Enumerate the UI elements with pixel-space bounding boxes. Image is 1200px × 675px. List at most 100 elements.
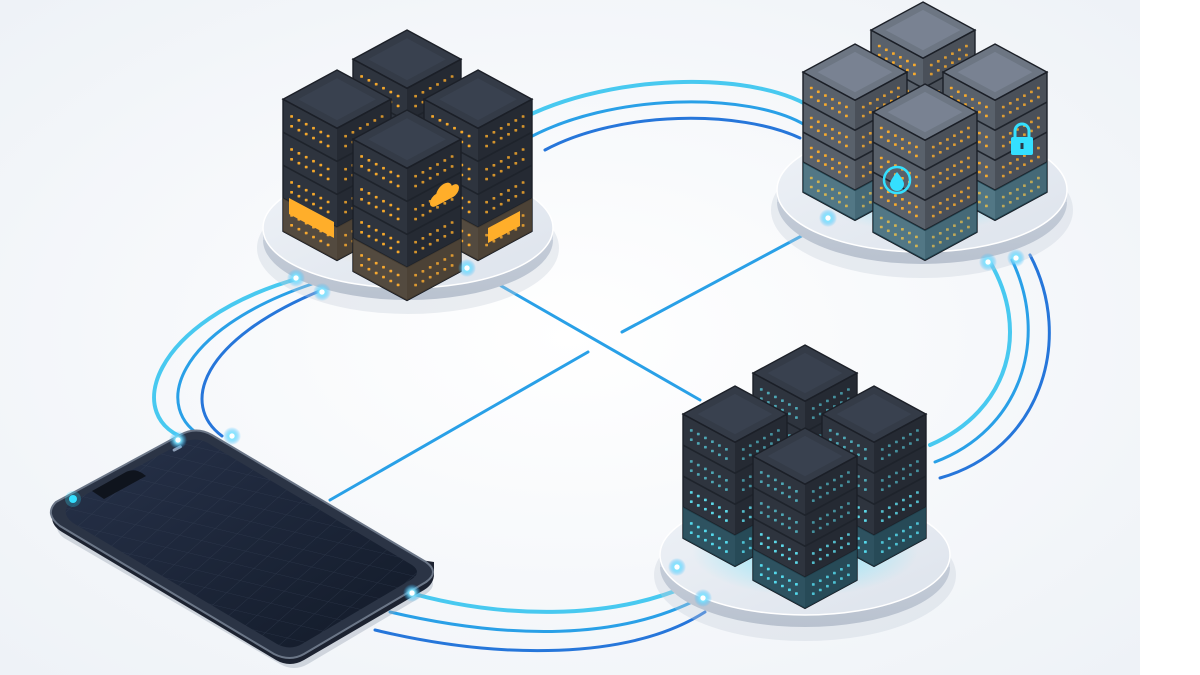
server-led [451, 231, 454, 234]
server-led [414, 95, 417, 98]
server-led [312, 203, 315, 206]
server-led [522, 181, 525, 184]
server-led [788, 517, 791, 520]
junction-dot-core [229, 433, 234, 438]
server-led [831, 98, 834, 101]
server-led [788, 496, 791, 499]
server-led [397, 218, 400, 221]
server-led [344, 201, 347, 204]
server-led [368, 192, 371, 195]
server-led [756, 450, 759, 453]
server-led [522, 125, 525, 128]
server-led [767, 484, 770, 487]
server-led [319, 197, 322, 200]
server-led [887, 131, 890, 134]
server-led [375, 196, 378, 199]
server-led [514, 152, 517, 155]
server-led [824, 163, 827, 166]
server-led [985, 106, 988, 109]
server-led [305, 133, 308, 136]
server-led [446, 123, 449, 126]
server-led [422, 181, 425, 184]
server-led [443, 79, 446, 82]
lock-keyhole [1021, 143, 1024, 149]
server-led [819, 517, 822, 520]
server-led [946, 198, 949, 201]
server-led [916, 460, 919, 463]
server-led [908, 151, 911, 154]
server-led [697, 464, 700, 467]
server-led [493, 141, 496, 144]
server-led [840, 506, 843, 509]
server-led [831, 128, 834, 131]
server-led [1009, 102, 1012, 105]
server-led [436, 206, 439, 209]
server-led [964, 94, 967, 97]
server-led [862, 106, 865, 109]
server-led [930, 64, 933, 67]
server-led [319, 207, 322, 210]
server-led [522, 148, 525, 151]
server-led [845, 106, 848, 109]
server-led [781, 482, 784, 485]
server-led [305, 189, 308, 192]
server-led [913, 73, 916, 76]
server-led [749, 506, 752, 509]
server-led [881, 457, 884, 460]
server-led [298, 129, 301, 132]
server-led [967, 166, 970, 169]
server-led [826, 545, 829, 548]
server-led [883, 94, 886, 97]
server-led [1037, 126, 1040, 129]
server-led [864, 457, 867, 460]
server-led [697, 495, 700, 498]
server-led [436, 83, 439, 86]
server-led [1016, 158, 1019, 161]
server-led [382, 210, 385, 213]
server-stack [873, 84, 977, 260]
server-led [375, 229, 378, 232]
server-led [902, 468, 905, 471]
server-led [389, 91, 392, 94]
server-led [327, 201, 330, 204]
server-led [312, 170, 315, 173]
server-led [360, 155, 363, 158]
server-led [810, 87, 813, 90]
server-led [397, 251, 400, 254]
server-led [880, 166, 883, 169]
server-led [344, 168, 347, 171]
server-led [950, 87, 953, 90]
server-led [833, 550, 836, 553]
server-led [915, 185, 918, 188]
server-led [781, 492, 784, 495]
server-led [485, 168, 488, 171]
server-led [869, 132, 872, 135]
server-led [869, 171, 872, 174]
server-led [514, 195, 517, 198]
server-led [389, 214, 392, 217]
server-led [397, 95, 400, 98]
server-led [901, 198, 904, 201]
server-led [880, 157, 883, 160]
server-led [460, 131, 463, 134]
server-led [298, 195, 301, 198]
server-led [468, 145, 471, 148]
server-led [953, 143, 956, 146]
server-led [939, 211, 942, 214]
server-led [788, 403, 791, 406]
server-led [522, 191, 525, 194]
server-led [1009, 162, 1012, 165]
server-led [908, 211, 911, 214]
server-led [902, 446, 905, 449]
server-led [774, 396, 777, 399]
server-led [429, 233, 432, 236]
server-led [429, 177, 432, 180]
server-led [951, 52, 954, 55]
server-led [749, 454, 752, 457]
server-led [897, 87, 900, 90]
server-led [836, 433, 839, 436]
server-led [894, 194, 897, 197]
server-led [908, 142, 911, 145]
server-led [514, 129, 517, 132]
